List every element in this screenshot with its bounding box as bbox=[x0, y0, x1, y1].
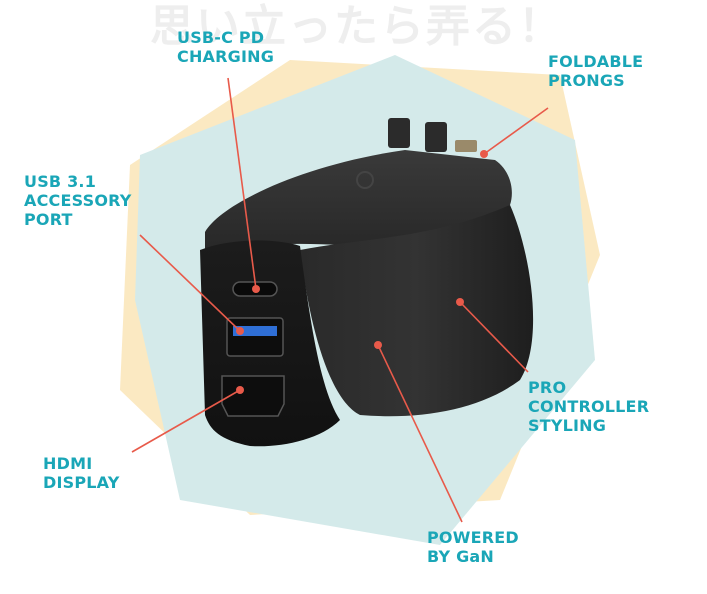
leader-usbc bbox=[227, 77, 257, 290]
leader-dots bbox=[236, 150, 488, 394]
watermark-text: 思い立ったら弄る！ bbox=[150, 1, 564, 52]
prong-right bbox=[425, 122, 447, 152]
dot-prongs bbox=[480, 150, 488, 158]
prong-tip bbox=[455, 140, 477, 152]
callout-powered-by-gan: POWERED BY GaN bbox=[427, 528, 519, 566]
usb-a-port bbox=[226, 317, 284, 357]
dot-pro bbox=[456, 298, 464, 306]
dot-gan bbox=[374, 341, 382, 349]
usb-a-tongue bbox=[233, 326, 277, 336]
hdmi-port bbox=[221, 375, 285, 417]
leader-gan bbox=[377, 344, 463, 523]
callout-foldable-prongs: FOLDABLE PRONGS bbox=[548, 52, 644, 90]
callout-usb-c-pd-charging: USB-C PD CHARGING bbox=[177, 28, 275, 66]
leader-pro bbox=[459, 301, 529, 373]
leader-lines bbox=[131, 77, 549, 523]
callout-hdmi-display: HDMI DISPLAY bbox=[43, 454, 120, 492]
leader-hdmi bbox=[131, 389, 241, 453]
callout-pro-controller-styling: PRO CONTROLLER STYLING bbox=[528, 378, 650, 435]
dot-usb31 bbox=[236, 327, 244, 335]
prong-left bbox=[388, 118, 410, 148]
leader-usb31 bbox=[139, 234, 241, 332]
device-side-face bbox=[300, 205, 534, 417]
logo-mark bbox=[356, 171, 374, 189]
callout-usb-3-1-accessory-port: USB 3.1 ACCESSORY PORT bbox=[24, 172, 132, 229]
dot-hdmi bbox=[236, 386, 244, 394]
dot-usbc bbox=[252, 285, 260, 293]
leader-prongs bbox=[483, 107, 549, 155]
